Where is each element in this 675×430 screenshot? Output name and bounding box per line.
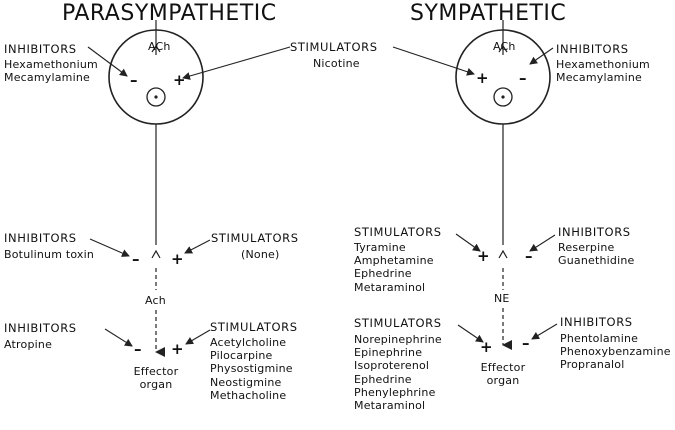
drug-name: Isoproterenol — [354, 359, 430, 373]
drug-name: Ephedrine — [354, 267, 412, 281]
symp-ganglion-inhibitors-label: INHIBITORS — [556, 42, 629, 56]
drug-name: Hexamethonium — [556, 58, 650, 71]
para-receptor-stimulators-label: STIMULATORS — [210, 320, 298, 334]
symp-receptor-inhibitors-list: Phentolamine Phenoxybenzamine Propranalo… — [560, 332, 671, 372]
para-ganglion-plus: + — [173, 71, 186, 89]
symp-release-stimulators-label: STIMULATORS — [354, 225, 442, 239]
arrow-para-ganglion-inhibitors — [87, 46, 128, 77]
drug-name: Mecamylamine — [556, 71, 642, 85]
para-nerve-terminal — [151, 249, 161, 259]
para-pre-terminal — [151, 44, 161, 53]
drug-name: Phentolamine — [560, 332, 639, 345]
para-ganglion-inhibitors-list: Hexamethonium Mecamylamine — [4, 58, 98, 84]
ganglion-stimulator-drug: Nicotine — [313, 57, 360, 70]
arrow-para-receptor-inhibitors — [104, 328, 133, 347]
para-receptor-inhibitor-drug: Atropine — [4, 338, 53, 351]
effector-line: Effector — [480, 361, 526, 374]
para-receptor-minus: – — [134, 340, 142, 358]
arrow-symp-receptor-inhibitors — [531, 323, 558, 340]
symp-release-plus: + — [477, 247, 490, 265]
drug-name: Methacholine — [210, 388, 287, 402]
symp-ganglion-transmitter: ACh — [493, 40, 516, 53]
para-receptor-stimulators-list: Acetylcholine Pilocarpine Physostigmine … — [210, 336, 293, 402]
arrow-symp-ganglion-inhibitors — [529, 47, 554, 65]
effector-line: Effector — [133, 365, 179, 378]
arrow-para-release-inhibitors — [89, 238, 130, 257]
para-nucleus — [146, 87, 166, 107]
symp-nerve-terminal — [498, 249, 508, 259]
drug-name: Metaraminol — [354, 399, 426, 413]
symp-release-inhibitors-list: Reserpine Guanethidine — [558, 241, 635, 267]
symp-nucleolus — [501, 95, 505, 99]
symp-ganglion-plus: + — [476, 69, 489, 87]
effector-line: organ — [486, 374, 520, 388]
arrow-symp-receptor-stimulators — [457, 324, 484, 343]
drug-name: Acetylcholine — [210, 336, 287, 349]
sympathetic-title: SYMPATHETIC — [410, 1, 567, 26]
para-neurotransmitter: Ach — [145, 294, 166, 307]
drug-name: Neostigmine — [210, 375, 282, 389]
arrow-stimulators-to-para — [182, 46, 291, 80]
symp-receptor-stimulators-list: Norepinephrine Epinephrine Isoproterenol… — [354, 333, 442, 412]
symp-release-minus: – — [525, 247, 533, 265]
symp-release-stimulators-list: Tyramine Amphetamine Ephedrine Metaramin… — [354, 241, 434, 294]
ganglion-stimulators-label: STIMULATORS — [290, 40, 378, 54]
effector-line: organ — [139, 378, 173, 392]
para-release-minus: – — [132, 250, 140, 268]
symp-receptor-inhibitors-label: INHIBITORS — [560, 315, 633, 329]
drug-name: Epinephrine — [354, 346, 423, 360]
para-release-stimulators-label: STIMULATORS — [211, 231, 299, 245]
para-nucleolus — [154, 95, 158, 99]
drug-name: Pilocarpine — [210, 349, 273, 363]
drug-name: Phenoxybenzamine — [560, 345, 671, 359]
para-release-stimulator-drug: (None) — [241, 248, 280, 261]
arrow-stimulators-to-symp — [392, 46, 475, 76]
drug-name: Physostigmine — [210, 362, 293, 376]
drug-name: Hexamethonium — [4, 58, 98, 71]
symp-ganglion-minus: – — [519, 69, 527, 87]
symp-ganglion-inhibitors-list: Hexamethonium Mecamylamine — [556, 58, 650, 84]
symp-effector-organ: Effector organ — [472, 361, 534, 387]
para-ganglion-minus: – — [130, 71, 138, 89]
symp-receptor-minus: – — [522, 334, 530, 352]
symp-release-inhibitors-label: INHIBITORS — [558, 225, 631, 239]
arrow-symp-release-inhibitors — [529, 234, 556, 252]
drug-name: Norepinephrine — [354, 333, 442, 346]
drug-name: Phenylephrine — [354, 385, 436, 399]
drug-name: Reserpine — [558, 241, 615, 254]
symp-receptor-plus: + — [480, 338, 493, 356]
para-ganglion-inhibitors-label: INHIBITORS — [4, 42, 77, 56]
symp-receptor-stimulators-label: STIMULATORS — [354, 316, 442, 330]
arrow-para-release-stimulators — [184, 239, 211, 254]
symp-pre-terminal — [498, 44, 508, 53]
para-release-plus: + — [171, 250, 184, 268]
drug-name: Guanethidine — [558, 254, 635, 268]
symp-neurotransmitter: NE — [494, 292, 510, 305]
drug-name: Tyramine — [354, 241, 406, 254]
para-receptor-plus: + — [171, 340, 184, 358]
para-ganglion-transmitter: ACh — [148, 40, 171, 53]
drug-name: Metaraminol — [354, 280, 426, 294]
para-effector-organ: Effector organ — [125, 365, 187, 391]
drug-name: Propranalol — [560, 358, 625, 372]
para-receptor-inhibitors-label: INHIBITORS — [4, 321, 77, 335]
arrow-para-receptor-stimulators — [185, 329, 211, 345]
drug-name: Ephedrine — [354, 372, 412, 386]
parasympathetic-title: PARASYMPATHETIC — [62, 1, 277, 26]
para-release-inhibitor-drug: Botulinum toxin — [4, 248, 95, 261]
drug-name: Amphetamine — [354, 254, 434, 268]
para-release-inhibitors-label: INHIBITORS — [4, 231, 77, 245]
symp-nucleus — [493, 87, 513, 107]
drug-name: Mecamylamine — [4, 71, 90, 85]
arrow-symp-release-stimulators — [455, 233, 481, 252]
